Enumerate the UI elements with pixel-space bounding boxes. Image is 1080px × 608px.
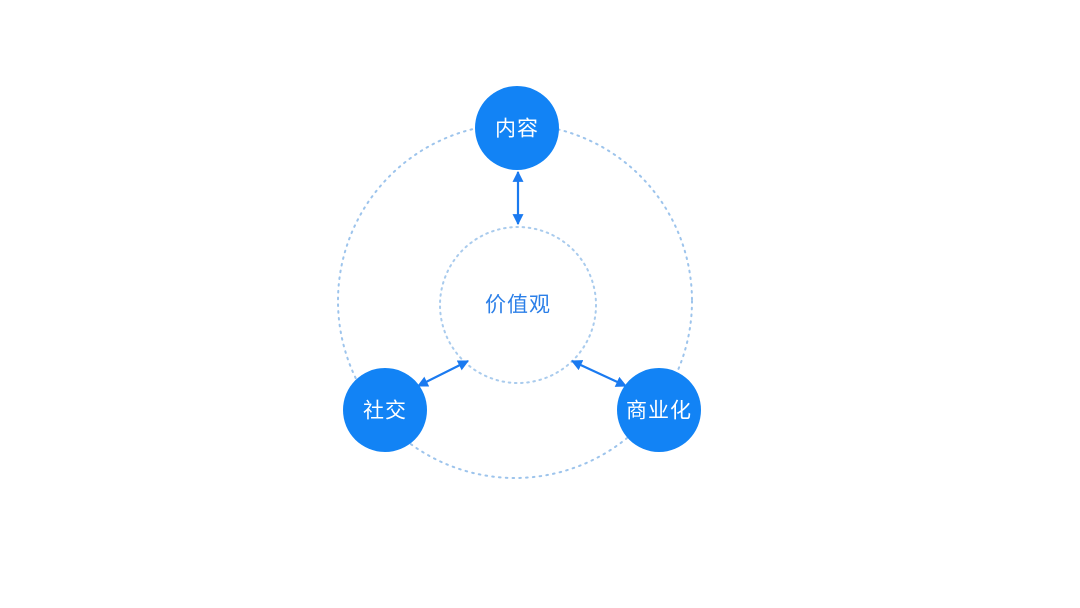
node-content[interactable]: 内容 [475, 86, 559, 170]
node-social[interactable]: 社交 [343, 368, 427, 452]
outer-ring [337, 123, 693, 479]
arrow-commercialization-core [571, 360, 627, 387]
arrow-social-core [417, 360, 469, 387]
node-commercialization[interactable]: 商业化 [617, 368, 701, 452]
core-label: 价值观 [485, 294, 551, 317]
node-social-circle[interactable] [343, 368, 427, 452]
node-content-label: 内容 [495, 118, 539, 141]
node-social-label: 社交 [363, 400, 407, 423]
core-circle [439, 226, 597, 384]
node-commercialization-label: 商业化 [626, 400, 692, 423]
node-commercialization-circle[interactable] [617, 368, 701, 452]
node-content-circle[interactable] [475, 86, 559, 170]
